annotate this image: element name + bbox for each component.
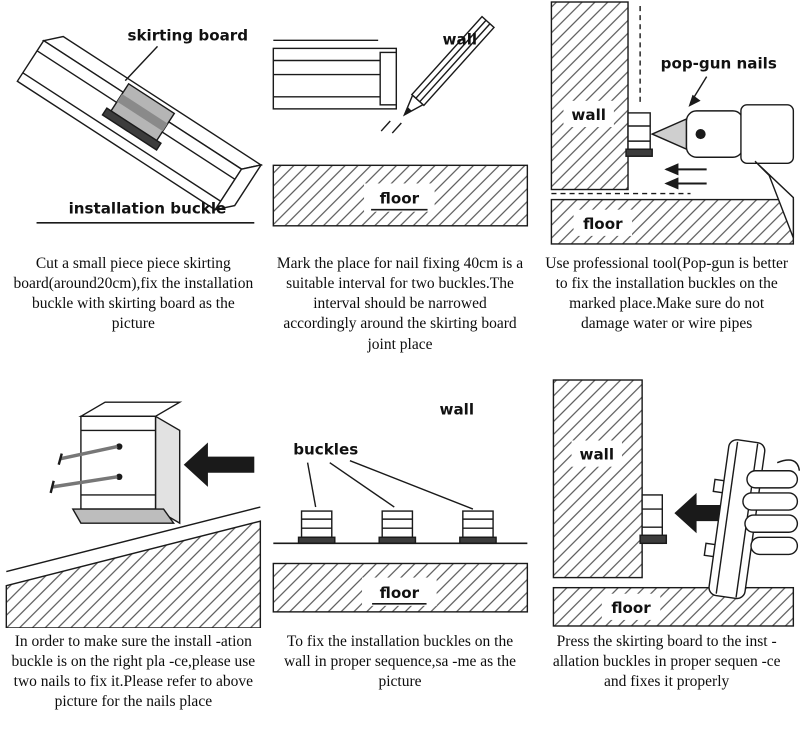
- buckle: [297, 510, 336, 545]
- pencil-marks: [380, 120, 402, 134]
- buckle: [458, 510, 497, 545]
- push-arrows: [664, 163, 707, 190]
- buckle: [378, 510, 416, 545]
- cut-skirting-drawing: skirting board installation buckle: [16, 26, 263, 224]
- pencil: [402, 15, 495, 117]
- installation-buckle-on-board: [101, 82, 176, 152]
- label-wall: wall: [580, 446, 615, 464]
- buckle-3d: [71, 401, 183, 525]
- caption-step-1: Cut a small piece piece skirting board(a…: [13, 255, 254, 333]
- label-floor: floor: [379, 584, 419, 602]
- label-skirting-board: skirting board: [127, 26, 248, 44]
- panel-step-5: wall buckles: [267, 378, 534, 747]
- nail-buckle-drawing: [5, 401, 262, 628]
- buckle: [625, 112, 654, 157]
- panel-step-3: wall floor: [533, 0, 800, 378]
- label-floor: floor: [379, 190, 419, 208]
- nails: [49, 444, 118, 494]
- illustration-step-3: wall floor: [533, 0, 800, 250]
- buckle: [639, 494, 668, 545]
- panel-step-1: skirting board installation buckle Cut a…: [0, 0, 267, 378]
- label-leader-line: [124, 45, 159, 82]
- label-buckles: buckles: [293, 441, 358, 459]
- mark-wall-drawing: wall floor: [272, 15, 528, 227]
- label-wall: wall: [572, 106, 607, 124]
- floor-edge-line: [6, 506, 261, 573]
- caption-step-6: Press the skirting board to the inst -al…: [552, 633, 781, 691]
- panel-step-4: In order to make sure the install -ation…: [0, 378, 267, 747]
- buckles-row-drawing: wall buckles: [272, 400, 528, 613]
- illustration-step-6: wall floor: [533, 378, 800, 628]
- label-floor: floor: [612, 599, 652, 617]
- caption-step-3: Use professional tool(Pop-gun is better …: [545, 255, 789, 333]
- label-floor: floor: [583, 215, 623, 233]
- illustration-step-5: wall buckles: [267, 378, 534, 628]
- panel-step-2: wall floor Mark the place for nail fixin…: [267, 0, 534, 378]
- caption-step-5: To fix the installation buckles on the w…: [284, 633, 516, 691]
- wall: wall: [553, 379, 644, 579]
- arrow-left: [183, 442, 255, 487]
- floor: floor: [272, 164, 528, 227]
- label-installation-buckle: installation buckle: [69, 200, 227, 218]
- floor: floor: [553, 586, 795, 627]
- floor: [5, 520, 262, 628]
- hand: [742, 459, 800, 556]
- caption-step-2: Mark the place for nail fixing 40cm is a…: [276, 255, 524, 353]
- pop-gun-tool: [650, 104, 795, 239]
- skirting-board-drawing: [16, 35, 263, 211]
- leader-arrowhead: [688, 94, 701, 107]
- arrow-left: [674, 492, 724, 534]
- floor: floor: [272, 562, 528, 613]
- floor: floor: [551, 198, 795, 245]
- wall: wall: [551, 1, 630, 191]
- illustration-step-2: wall floor: [267, 0, 534, 250]
- panel-step-6: wall floor: [533, 378, 800, 747]
- illustration-step-1: skirting board installation buckle: [0, 0, 267, 250]
- skirting-board-on-wall: [272, 39, 397, 110]
- caption-step-4: In order to make sure the install -ation…: [11, 633, 256, 711]
- label-wall: wall: [439, 400, 474, 418]
- pop-gun-drawing: wall floor: [551, 1, 795, 245]
- press-board-drawing: wall floor: [553, 379, 800, 627]
- label-wall: wall: [442, 30, 477, 48]
- illustration-step-4: [0, 378, 267, 628]
- pointer-lines: [306, 460, 473, 510]
- label-pop-gun-nails: pop-gun nails: [661, 55, 777, 73]
